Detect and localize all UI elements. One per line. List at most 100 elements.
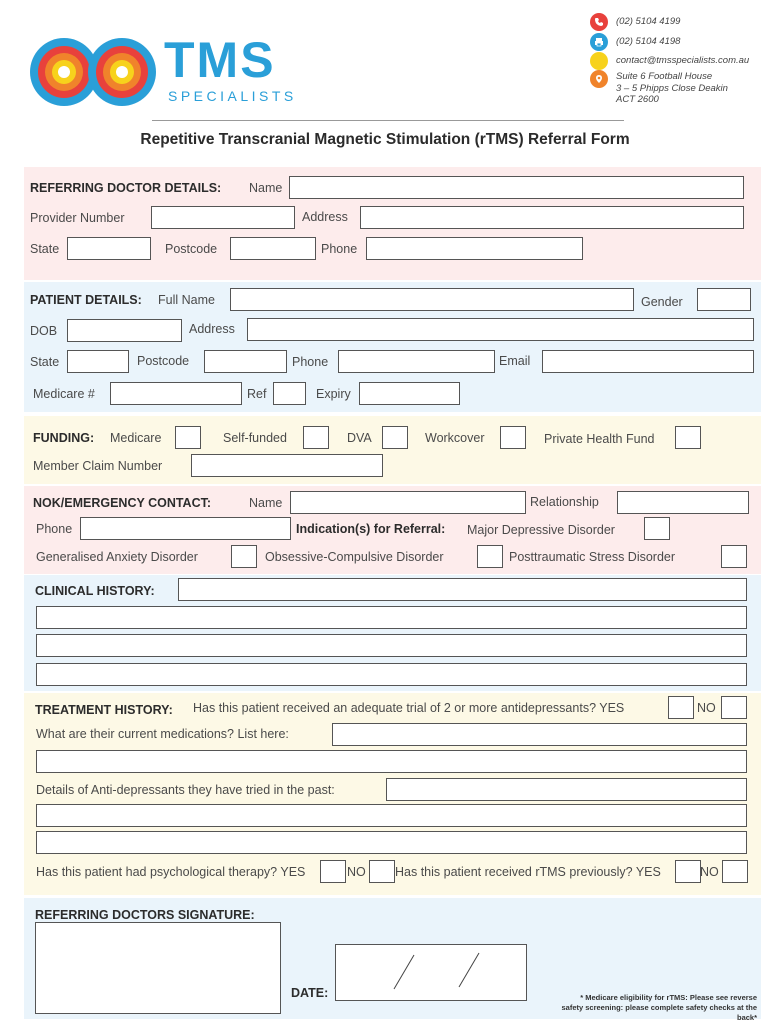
- patient-dob-label: DOB: [30, 324, 58, 338]
- funding-private-checkbox[interactable]: [675, 426, 701, 449]
- past-antidepressants-line-1[interactable]: [386, 778, 747, 801]
- clinical-history-line-3[interactable]: [36, 634, 747, 657]
- member-claim-field[interactable]: [191, 454, 383, 477]
- nok-phone-field[interactable]: [80, 517, 291, 540]
- rtms-previous-no-checkbox[interactable]: [722, 860, 748, 883]
- nok-name-field[interactable]: [290, 491, 526, 514]
- nok-relationship-label: Relationship: [530, 495, 599, 509]
- contact-phone: (02) 5104 4199: [590, 13, 680, 31]
- indication-ptsd-label: Posttraumatic Stress Disorder: [509, 550, 676, 564]
- patient-phone-field[interactable]: [338, 350, 495, 373]
- psych-therapy-no-checkbox[interactable]: [369, 860, 395, 883]
- patient-heading: PATIENT DETAILS:: [30, 293, 142, 307]
- date-label: DATE:: [291, 986, 329, 1000]
- patient-postcode-field[interactable]: [204, 350, 287, 373]
- antidepressants-yes-checkbox[interactable]: [668, 696, 694, 719]
- patient-address-field[interactable]: [247, 318, 754, 341]
- nok-heading: NOK/EMERGENCY CONTACT:: [33, 496, 212, 510]
- funding-private-label: Private Health Fund: [544, 432, 655, 446]
- indication-mdd-checkbox[interactable]: [644, 517, 670, 540]
- indication-heading: Indication(s) for Referral:: [296, 522, 446, 536]
- medicare-expiry-label: Expiry: [316, 387, 351, 401]
- doctor-postcode-field[interactable]: [230, 237, 316, 260]
- medicare-footnote: * Medicare eligibility for rTMS: Please …: [561, 993, 757, 1022]
- brand-subtitle: SPECIALISTS: [168, 88, 297, 104]
- psych-therapy-yes-checkbox[interactable]: [320, 860, 346, 883]
- indication-ocd-label: Obsessive-Compulsive Disorder: [265, 550, 444, 564]
- patient-gender-field[interactable]: [697, 288, 751, 311]
- treatment-history-heading: TREATMENT HISTORY:: [35, 703, 173, 717]
- current-medications-label: What are their current medications? List…: [36, 727, 289, 741]
- clinical-history-line-4[interactable]: [36, 663, 747, 686]
- doctor-name-field[interactable]: [289, 176, 744, 199]
- form-title: Repetitive Transcranial Magnetic Stimula…: [140, 131, 630, 148]
- funding-dva-checkbox[interactable]: [382, 426, 408, 449]
- logo-circles-icon: [30, 38, 156, 106]
- past-antidepressants-line-3[interactable]: [36, 831, 747, 854]
- signature-field[interactable]: [35, 922, 281, 1014]
- patient-gender-label: Gender: [641, 295, 683, 309]
- indication-ptsd-checkbox[interactable]: [721, 545, 747, 568]
- nok-phone-label: Phone: [36, 522, 73, 536]
- nok-relationship-field[interactable]: [617, 491, 749, 514]
- current-medications-line-2[interactable]: [36, 750, 747, 773]
- patient-dob-field[interactable]: [67, 319, 182, 342]
- antidepressants-no-checkbox[interactable]: [721, 696, 747, 719]
- member-claim-label: Member Claim Number: [33, 459, 163, 473]
- past-antidepressants-line-2[interactable]: [36, 804, 747, 827]
- patient-address-label: Address: [189, 322, 235, 336]
- patient-email-label: Email: [499, 354, 531, 368]
- medicare-ref-label: Ref: [247, 387, 267, 401]
- medicare-ref-field[interactable]: [273, 382, 306, 405]
- logo: TMS SPECIALISTS: [26, 34, 306, 110]
- funding-medicare-label: Medicare: [110, 431, 162, 445]
- funding-workcover-label: Workcover: [425, 431, 485, 445]
- rtms-previous-no-label: NO: [700, 865, 719, 879]
- doctor-name-label: Name: [249, 181, 283, 195]
- clinical-history-line-2[interactable]: [36, 606, 747, 629]
- indication-ocd-checkbox[interactable]: [477, 545, 503, 568]
- doctor-phone-field[interactable]: [366, 237, 583, 260]
- medicare-number-label: Medicare #: [33, 387, 95, 401]
- past-antidepressants-label: Details of Anti-depressants they have tr…: [36, 783, 335, 797]
- current-medications-line-1[interactable]: [332, 723, 747, 746]
- provider-number-field[interactable]: [151, 206, 295, 229]
- doctor-address-field[interactable]: [360, 206, 744, 229]
- fax-icon: [590, 33, 608, 51]
- funding-medicare-checkbox[interactable]: [175, 426, 201, 449]
- medicare-number-field[interactable]: [110, 382, 242, 405]
- rtms-previous-yes-checkbox[interactable]: [675, 860, 701, 883]
- email-icon: [590, 52, 608, 70]
- brand-name: TMS: [164, 32, 276, 88]
- medicare-expiry-field[interactable]: [359, 382, 460, 405]
- antidepressants-question: Has this patient received an adequate tr…: [193, 701, 625, 715]
- funding-selffunded-checkbox[interactable]: [303, 426, 329, 449]
- indication-gad-checkbox[interactable]: [231, 545, 257, 568]
- indication-gad-label: Generalised Anxiety Disorder: [36, 550, 198, 564]
- provider-number-label: Provider Number: [30, 211, 125, 225]
- clinical-history-line-1[interactable]: [178, 578, 747, 601]
- contact-email[interactable]: contact@tmsspecialists.com.au: [590, 52, 749, 70]
- patient-phone-label: Phone: [292, 355, 329, 369]
- doctor-state-field[interactable]: [67, 237, 151, 260]
- psych-therapy-question: Has this patient had psychological thera…: [36, 865, 306, 879]
- referring-doctor-heading: REFERRING DOCTOR DETAILS:: [30, 181, 222, 195]
- rtms-previous-question: Has this patient received rTMS previousl…: [395, 865, 661, 879]
- psych-therapy-no-label: NO: [347, 865, 366, 879]
- patient-fullname-label: Full Name: [158, 293, 215, 307]
- patient-email-field[interactable]: [542, 350, 754, 373]
- patient-postcode-label: Postcode: [137, 354, 190, 368]
- date-field[interactable]: [335, 944, 527, 1001]
- indication-mdd-label: Major Depressive Disorder: [467, 523, 615, 537]
- funding-workcover-checkbox[interactable]: [500, 426, 526, 449]
- signature-heading: REFERRING DOCTORS SIGNATURE:: [35, 908, 255, 922]
- doctor-postcode-label: Postcode: [165, 242, 218, 256]
- contact-address: Suite 6 Football House 3 – 5 Phipps Clos…: [590, 70, 728, 106]
- nok-name-label: Name: [249, 496, 283, 510]
- funding-selffunded-label: Self-funded: [223, 431, 287, 445]
- doctor-phone-label: Phone: [321, 242, 358, 256]
- date-separator-slashes: [393, 952, 480, 990]
- phone-icon: [590, 13, 608, 31]
- patient-state-field[interactable]: [67, 350, 129, 373]
- patient-fullname-field[interactable]: [230, 288, 634, 311]
